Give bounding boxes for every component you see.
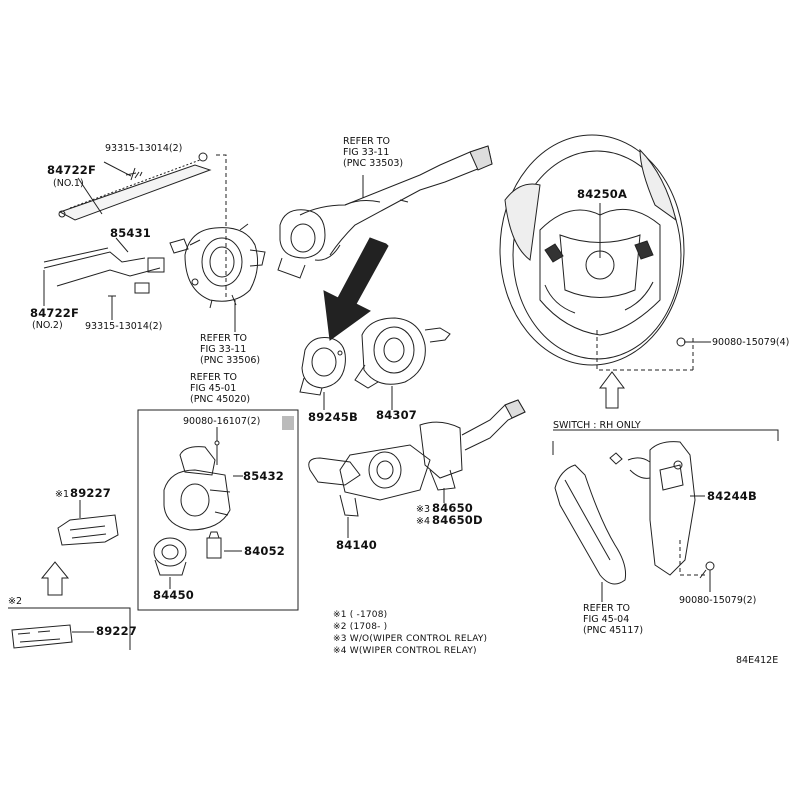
part-number-93315-top: 93315-13014(2) — [105, 143, 183, 154]
key-switch — [206, 531, 222, 559]
part-number-89245B: 89245B — [308, 410, 358, 424]
refer-45020-line2: FIG 45-01 — [190, 383, 237, 394]
part-number-93315-bottom: 93315-13014(2) — [85, 321, 163, 332]
note-mark-1: ※1 — [55, 489, 70, 500]
part-number-90080-15079-2: 90080-15079(2) — [679, 595, 757, 606]
part-number-84450: 84450 — [153, 588, 195, 602]
refer-45117-line2: FIG 45-04 — [583, 614, 630, 625]
part-number-85431: 85431 — [110, 226, 152, 240]
footnote-1: ※1 ( -1708) — [333, 610, 388, 620]
part-number-90080-15079-4: 90080-15079(4) — [712, 337, 790, 348]
steering-lock — [163, 445, 231, 531]
note-mark-4: ※4 — [416, 516, 431, 527]
part-number-84307: 84307 — [376, 408, 418, 422]
part-number-84140: 84140 — [336, 538, 378, 552]
footnote-2: ※2 (1708- ) — [333, 622, 388, 632]
refer-33506-line3: (PNC 33506) — [200, 355, 261, 366]
part-number-84650D: 84650D — [432, 513, 483, 527]
part-number-89227-b: 89227 — [96, 624, 138, 638]
lock-assembly-frame — [137, 409, 299, 611]
refer-33503-line1: REFER TO — [343, 136, 390, 147]
module-box — [11, 624, 73, 649]
part-number-84244B: 84244B — [707, 489, 757, 503]
clock-spring — [354, 317, 451, 389]
part-number-84722F-2-sub: (NO.2) — [32, 320, 63, 331]
refer-45117-line3: (PNC 45117) — [583, 625, 644, 636]
screw-icon — [108, 295, 116, 304]
refer-45020-line3: (PNC 45020) — [190, 394, 251, 405]
part-number-84650: 84650 — [432, 501, 474, 515]
pointer-arrow-icon — [323, 237, 389, 341]
lever-assembly — [43, 152, 266, 309]
note-mark-2: ※2 — [8, 596, 23, 607]
up-arrow-icon — [599, 371, 625, 409]
part-number-84052: 84052 — [244, 544, 286, 558]
up-arrow-icon — [40, 561, 70, 596]
steering-wheel — [499, 134, 685, 366]
refer-45117-line1: REFER TO — [583, 603, 630, 614]
switch-rh-bracket — [552, 429, 779, 455]
ignition-cylinder — [153, 537, 187, 576]
part-number-84722F-1-sub: (NO.1) — [53, 178, 84, 189]
footnote-4: ※4 W(WIPER CONTROL RELAY) — [333, 646, 477, 656]
turn-signal-lever — [277, 145, 493, 279]
combination-switch — [308, 399, 526, 517]
switch-rh-only-label: SWITCH : RH ONLY — [553, 420, 641, 431]
part-number-84722F-1: 84722F — [47, 163, 97, 177]
bolt-icon — [699, 561, 715, 579]
figure-code: 84E412E — [736, 655, 779, 666]
refer-33506-line2: FIG 33-11 — [200, 344, 247, 355]
refer-33506-line1: REFER TO — [200, 333, 247, 344]
part-number-85432: 85432 — [243, 469, 285, 483]
module-box — [57, 514, 119, 546]
part-number-89227-a: 89227 — [70, 486, 112, 500]
refer-33503-line2: FIG 33-11 — [343, 147, 390, 158]
refer-33503-line3: (PNC 33503) — [343, 158, 404, 169]
part-number-84722F-2: 84722F — [30, 306, 80, 320]
note2-bracket — [8, 607, 131, 650]
part-number-90080-16107: 90080-16107(2) — [183, 416, 261, 427]
steering-switch — [554, 441, 696, 585]
footnote-3: ※3 W/O(WIPER CONTROL RELAY) — [333, 634, 488, 644]
note-mark-3: ※3 — [416, 504, 431, 515]
bolt-icon — [676, 337, 694, 347]
part-number-84250A: 84250A — [577, 187, 628, 201]
refer-45020-line1: REFER TO — [190, 372, 237, 383]
spiral-cable — [299, 337, 346, 396]
